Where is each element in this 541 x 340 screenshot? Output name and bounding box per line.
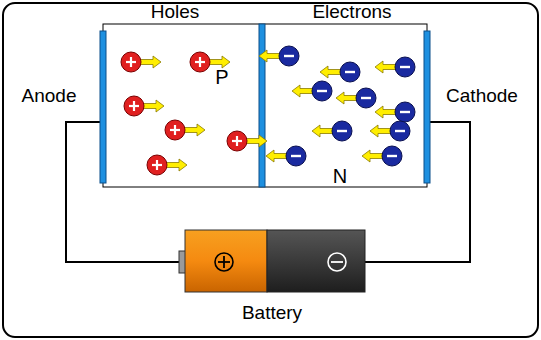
electron — [312, 121, 352, 141]
motion-arrow — [165, 159, 187, 171]
hole — [147, 155, 187, 175]
electron — [336, 88, 376, 108]
motion-arrow — [370, 125, 392, 137]
hole — [227, 131, 267, 151]
anode-plate — [100, 31, 106, 183]
motion-arrow — [183, 124, 205, 136]
electron — [292, 81, 332, 101]
electron — [362, 146, 402, 166]
battery-positive-half — [185, 230, 267, 292]
motion-arrow — [320, 66, 342, 78]
hole — [165, 120, 205, 140]
battery-label: Battery — [242, 303, 302, 324]
region-letter: P — [215, 66, 228, 88]
electron — [320, 62, 360, 82]
motion-arrow — [139, 56, 161, 68]
electron — [259, 46, 299, 66]
electron — [375, 102, 415, 122]
motion-arrow — [312, 125, 334, 137]
motion-arrow — [292, 85, 314, 97]
motion-arrow — [142, 100, 164, 112]
terminal-label: Cathode — [446, 86, 518, 107]
frame — [3, 3, 538, 337]
electron — [266, 146, 306, 166]
hole — [121, 52, 161, 72]
terminal-label: Anode — [22, 86, 77, 107]
battery-negative-half — [267, 230, 365, 292]
electron — [375, 57, 415, 77]
motion-arrow — [259, 50, 281, 62]
region-heading: Holes — [151, 2, 200, 23]
motion-arrow — [375, 61, 397, 73]
motion-arrow — [362, 150, 384, 162]
motion-arrow — [245, 135, 267, 147]
semiconductor-block — [103, 24, 427, 187]
hole — [124, 96, 164, 116]
cathode-plate — [424, 31, 430, 183]
junction — [259, 24, 265, 187]
motion-arrow — [266, 150, 288, 162]
region-heading: Electrons — [312, 2, 391, 23]
motion-arrow — [375, 106, 397, 118]
electron — [370, 121, 410, 141]
region-letter: N — [333, 165, 347, 187]
battery-minus-symbol — [328, 253, 346, 271]
motion-arrow — [336, 92, 358, 104]
battery-plus-symbol — [215, 253, 233, 271]
